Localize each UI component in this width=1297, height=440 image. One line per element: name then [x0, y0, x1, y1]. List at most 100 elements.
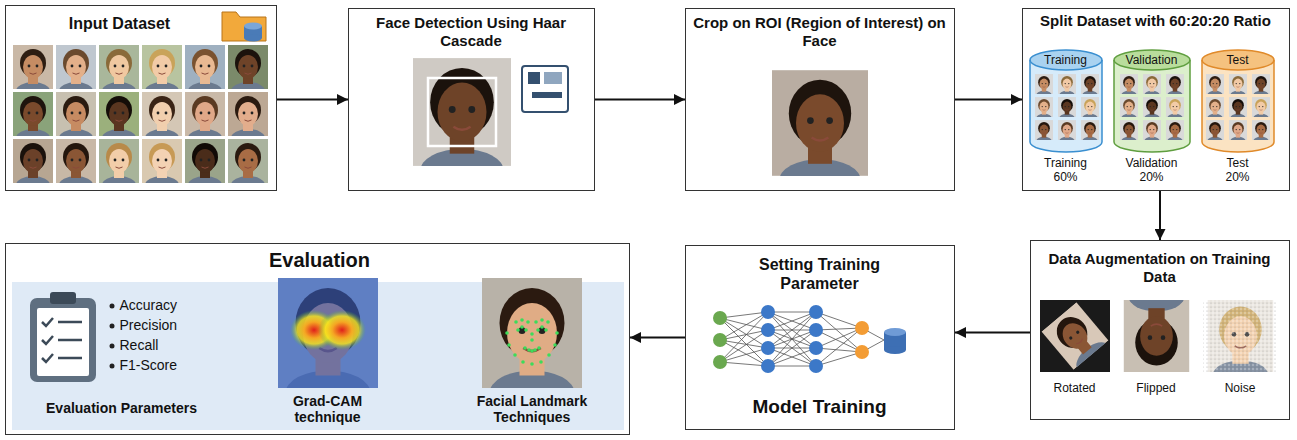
network-icon: [855, 345, 869, 359]
cylinder-outline: [1202, 50, 1274, 70]
face-grid: [13, 139, 53, 194]
face-grid: [142, 45, 182, 100]
augmented-images: [1203, 300, 1278, 372]
box-label: Rotated: [1040, 381, 1110, 395]
landmark-image: [530, 338, 534, 342]
face-grid: [56, 92, 96, 147]
box-label: Validation 20%: [1120, 156, 1184, 185]
bullet-dots: [110, 324, 115, 329]
box-label: Test 20%: [1216, 156, 1260, 185]
flow-arrow: [955, 332, 1030, 334]
face-grid: [228, 92, 268, 147]
box-title: Setting Training Parameter: [740, 255, 900, 293]
landmark-image: [530, 332, 534, 336]
augmented-images: [1042, 302, 1117, 379]
gradcam-image: [318, 310, 366, 350]
landmark-image: [513, 353, 517, 357]
process-box: Input Dataset: [5, 5, 277, 191]
landmark-image: [516, 328, 520, 332]
landmark-image: [523, 346, 527, 350]
process-box: Data Augmentation on Training DataRotate…: [1030, 240, 1290, 420]
haar-feature-icon: [528, 72, 540, 84]
box-title: Accuracy: [120, 297, 230, 314]
network-icon: [713, 333, 727, 347]
box-label: Facial Landmark Techniques: [470, 393, 595, 427]
process-box: Crop on ROI (Region of Interest) on Face: [685, 8, 955, 191]
augmented-images: [1040, 282, 1278, 390]
detected-face: [428, 78, 496, 146]
box-title: Split Dataset with 60:20:20 Ratio: [1030, 12, 1282, 30]
process-box: EvaluationAccuracyPrecisionRecallF1-Scor…: [5, 243, 630, 435]
clipboard-icon: [58, 322, 82, 358]
face-grid: [185, 45, 225, 100]
dataset-cylinder: Validation: [1114, 50, 1190, 152]
box-label: Grad-CAM technique: [268, 393, 388, 427]
landmark-image: [544, 328, 548, 332]
bullet-dots: [110, 304, 115, 369]
landmark-image: [534, 320, 538, 324]
detected-face: [413, 58, 511, 193]
dataset-cylinder: Test: [1202, 50, 1274, 152]
box-title: Training: [1030, 53, 1102, 67]
landmark-image: [530, 362, 534, 366]
box-title: Crop on ROI (Region of Interest) on Face: [692, 14, 948, 50]
face-grid: [142, 139, 182, 194]
cylinder-fill: [1030, 60, 1102, 152]
flow-arrow: [955, 99, 1022, 101]
detected-face: [413, 58, 511, 193]
box-label: Flipped: [1120, 381, 1193, 395]
cylinder-fill: [1206, 74, 1270, 145]
box-label: Evaluation Parameters: [22, 400, 222, 417]
network-icon: [720, 312, 884, 366]
face-grid: [56, 139, 96, 194]
network-icon: [713, 355, 727, 369]
network-icon: [761, 323, 775, 337]
box-title: Test: [1202, 53, 1274, 67]
cylinder-fill: [1030, 50, 1102, 70]
cylinder-fill: [1114, 60, 1190, 152]
face-grid: [13, 45, 53, 100]
haar-feature-icon: [532, 92, 562, 98]
bullet-dots: [110, 304, 115, 309]
evaluation-panel: AccuracyPrecisionRecallF1-ScoreEvaluatio…: [12, 282, 624, 431]
landmark-image: [526, 320, 530, 324]
folder-icon: [222, 12, 266, 41]
landmark-image: [539, 360, 543, 364]
flow-arrow: [277, 99, 348, 101]
box-title: Input Dataset: [25, 14, 215, 33]
landmark-image: [514, 320, 518, 324]
clipboard-icon: [30, 298, 96, 382]
cylinder-fill: [1114, 50, 1190, 70]
face-grid: [228, 139, 268, 194]
clipboard-icon: [37, 308, 89, 376]
folder-icon: [244, 23, 262, 30]
cropped-face: [772, 70, 868, 202]
network-icon: [884, 346, 906, 354]
face-grid: [99, 139, 139, 194]
landmark-image: [507, 343, 511, 347]
clipboard-icon: [30, 292, 96, 382]
landmark-image: [520, 318, 524, 322]
landmark-image: [533, 348, 537, 352]
box-label: Model Training: [700, 396, 940, 419]
network-icon: [809, 323, 823, 337]
network-icon: [761, 359, 775, 373]
gradcam-image: [278, 278, 378, 388]
network-icon: [713, 311, 727, 325]
haar-feature-icon: [544, 72, 562, 84]
cylinder-fill: [1202, 60, 1274, 152]
haar-feature-icon: [522, 66, 568, 112]
network-icon: [809, 305, 823, 319]
augmented-images: [1203, 300, 1278, 372]
face-grid: [99, 92, 139, 147]
landmark-image: [555, 331, 559, 335]
box-label: Recall: [120, 337, 230, 354]
process-box: Setting Training ParameterModel Training: [685, 245, 955, 430]
face-grid: [142, 92, 182, 147]
network-icon: [761, 341, 775, 355]
cylinder-outline: [1030, 50, 1102, 70]
network-icon: [809, 341, 823, 355]
folder-icon: [222, 12, 266, 42]
